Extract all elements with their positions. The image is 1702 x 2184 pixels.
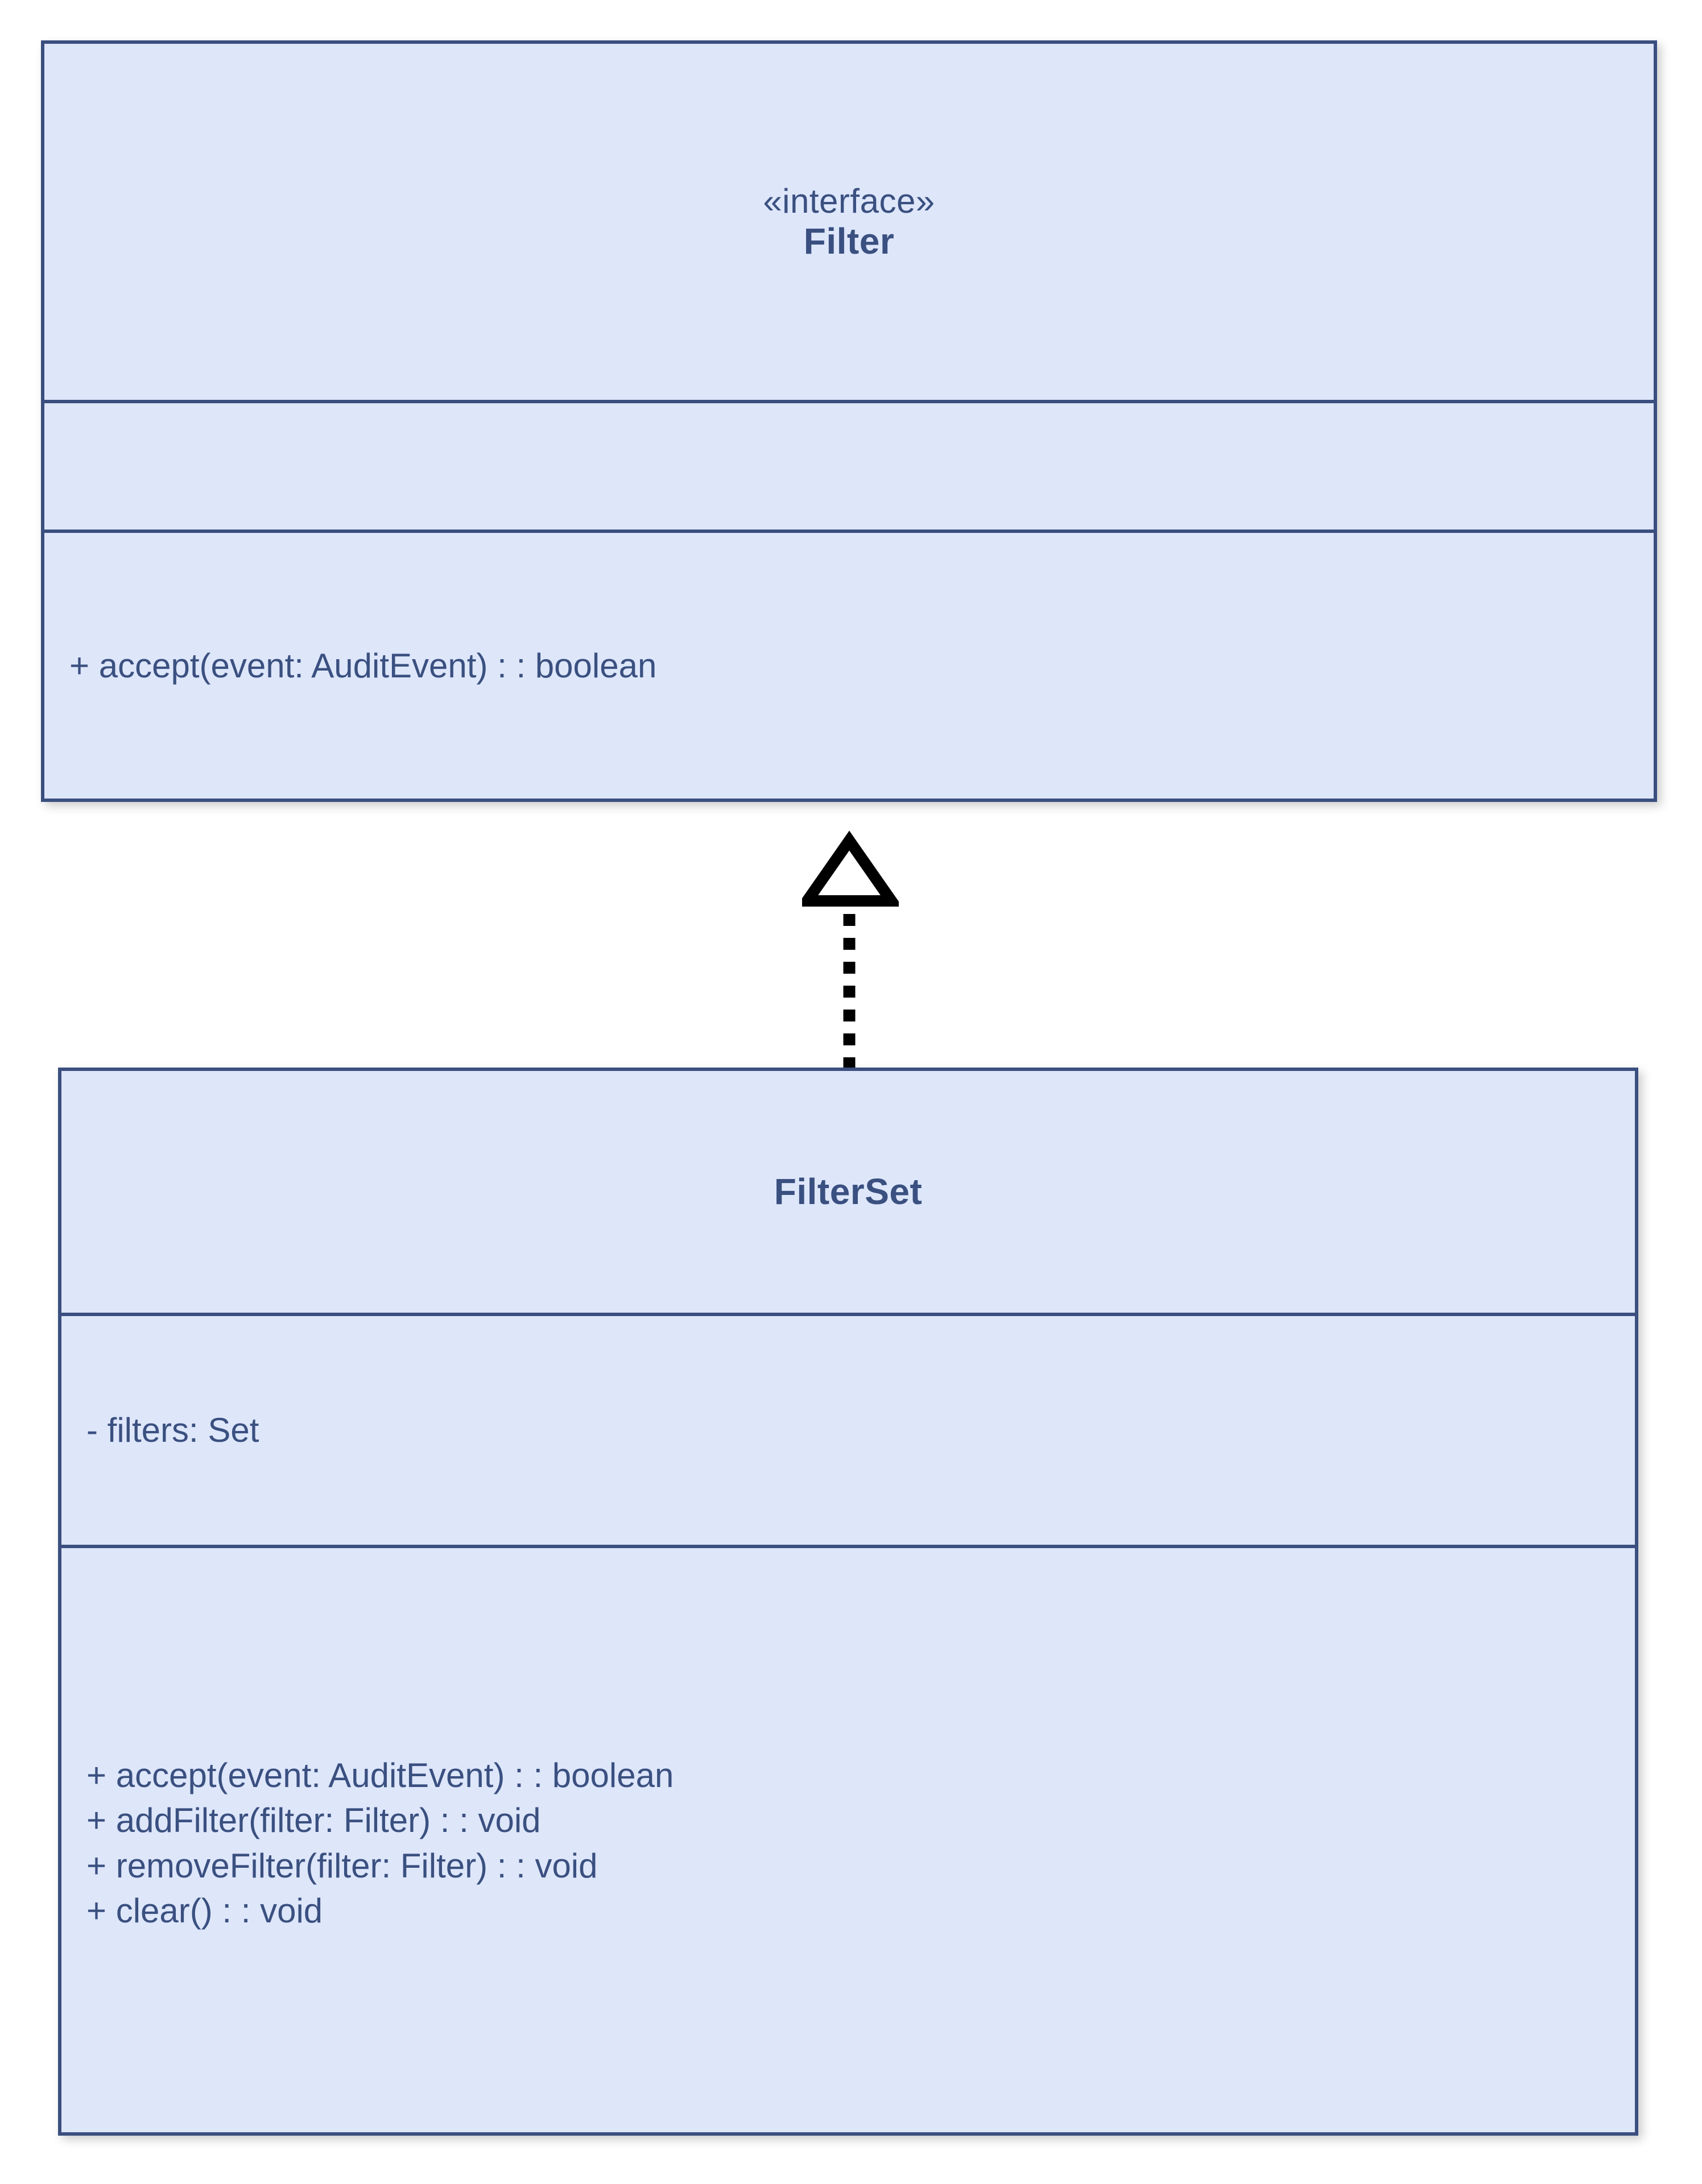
realization-connector-filterset-to-filter — [796, 830, 903, 1069]
realization-arrow-icon — [796, 830, 903, 1069]
class-attributes-filterset: - filters: Set — [61, 1313, 1635, 1545]
class-operation: + accept(event: AuditEvent) : : boolean — [69, 646, 657, 685]
class-operations-filterset: + accept(event: AuditEvent) : : boolean … — [61, 1545, 1635, 2132]
class-name: Filter — [803, 220, 895, 262]
class-operation: + clear() : : void — [86, 1891, 323, 1930]
class-header-filter: «interface» Filter — [44, 44, 1654, 400]
class-operation: + removeFilter(filter: Filter) : : void — [86, 1846, 598, 1885]
class-attributes-filter — [44, 400, 1654, 530]
class-operation: + addFilter(filter: Filter) : : void — [86, 1801, 541, 1840]
class-header-filterset: FilterSet — [61, 1071, 1635, 1313]
uml-class-filter[interactable]: «interface» Filter + accept(event: Audit… — [41, 40, 1657, 802]
class-name: FilterSet — [774, 1170, 923, 1212]
uml-class-filterset[interactable]: FilterSet - filters: Set + accept(event:… — [58, 1068, 1638, 2136]
hollow-triangle-arrowhead — [796, 830, 903, 907]
class-attribute: - filters: Set — [86, 1411, 259, 1450]
class-operations-filter: + accept(event: AuditEvent) : : boolean — [44, 530, 1654, 799]
class-stereotype: «interface» — [763, 181, 935, 220]
class-operation: + accept(event: AuditEvent) : : boolean — [86, 1756, 674, 1795]
